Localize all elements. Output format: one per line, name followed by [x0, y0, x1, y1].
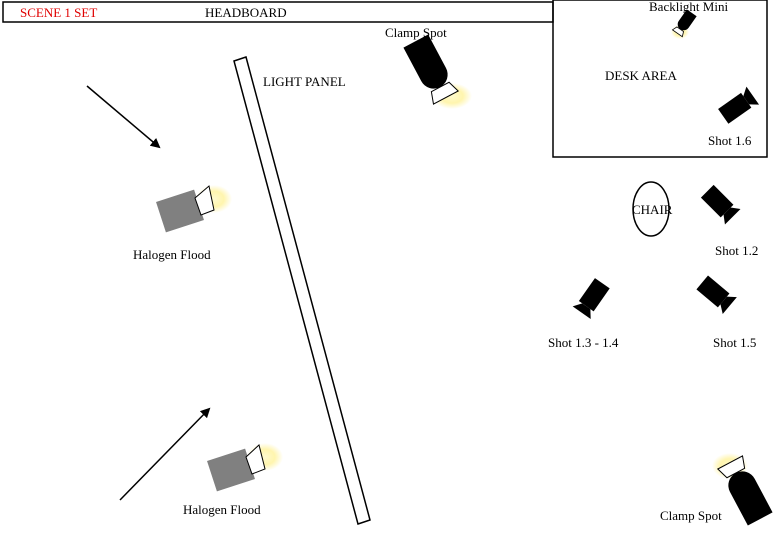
halogen-flood-top-label: Halogen Flood	[133, 247, 211, 262]
clamp-spot-top-icon	[403, 34, 472, 109]
halogen-flood-bottom-label: Halogen Flood	[183, 502, 261, 517]
chair-label: CHAIR	[632, 202, 673, 217]
chair	[632, 181, 670, 237]
backlight-mini-icon	[671, 9, 697, 39]
camera-shot-1-5-icon	[695, 274, 737, 314]
backlight-mini-label: Backlight Mini	[649, 0, 728, 14]
camera-shot-1-3-1-4-icon	[572, 276, 612, 320]
desk-area	[552, 0, 768, 158]
clamp-spot-bottom-label: Clamp Spot	[660, 508, 722, 523]
desk-area-label: DESK AREA	[605, 68, 677, 83]
headboard-label: HEADBOARD	[205, 5, 287, 20]
shot-1-3-1-4-label: Shot 1.3 - 1.4	[548, 335, 619, 350]
light-panel	[233, 56, 371, 525]
camera-shot-1-2-icon	[699, 183, 741, 225]
light-panel-label: LIGHT PANEL	[263, 74, 346, 89]
halogen-flood-top-icon	[156, 185, 232, 233]
shot-1-5-label: Shot 1.5	[713, 335, 756, 350]
scene-title: SCENE 1 SET	[20, 5, 97, 20]
camera-shot-1-6-icon	[716, 86, 760, 126]
halogen-flood-bottom-icon	[207, 443, 283, 492]
clamp-spot-top-label: Clamp Spot	[385, 25, 447, 40]
light-direction-arrow-top	[86, 85, 161, 149]
clamp-spot-bottom-icon	[712, 453, 773, 526]
light-direction-arrow-bottom	[119, 407, 211, 501]
shot-1-2-label: Shot 1.2	[715, 243, 758, 258]
shot-1-6-label: Shot 1.6	[708, 133, 752, 148]
